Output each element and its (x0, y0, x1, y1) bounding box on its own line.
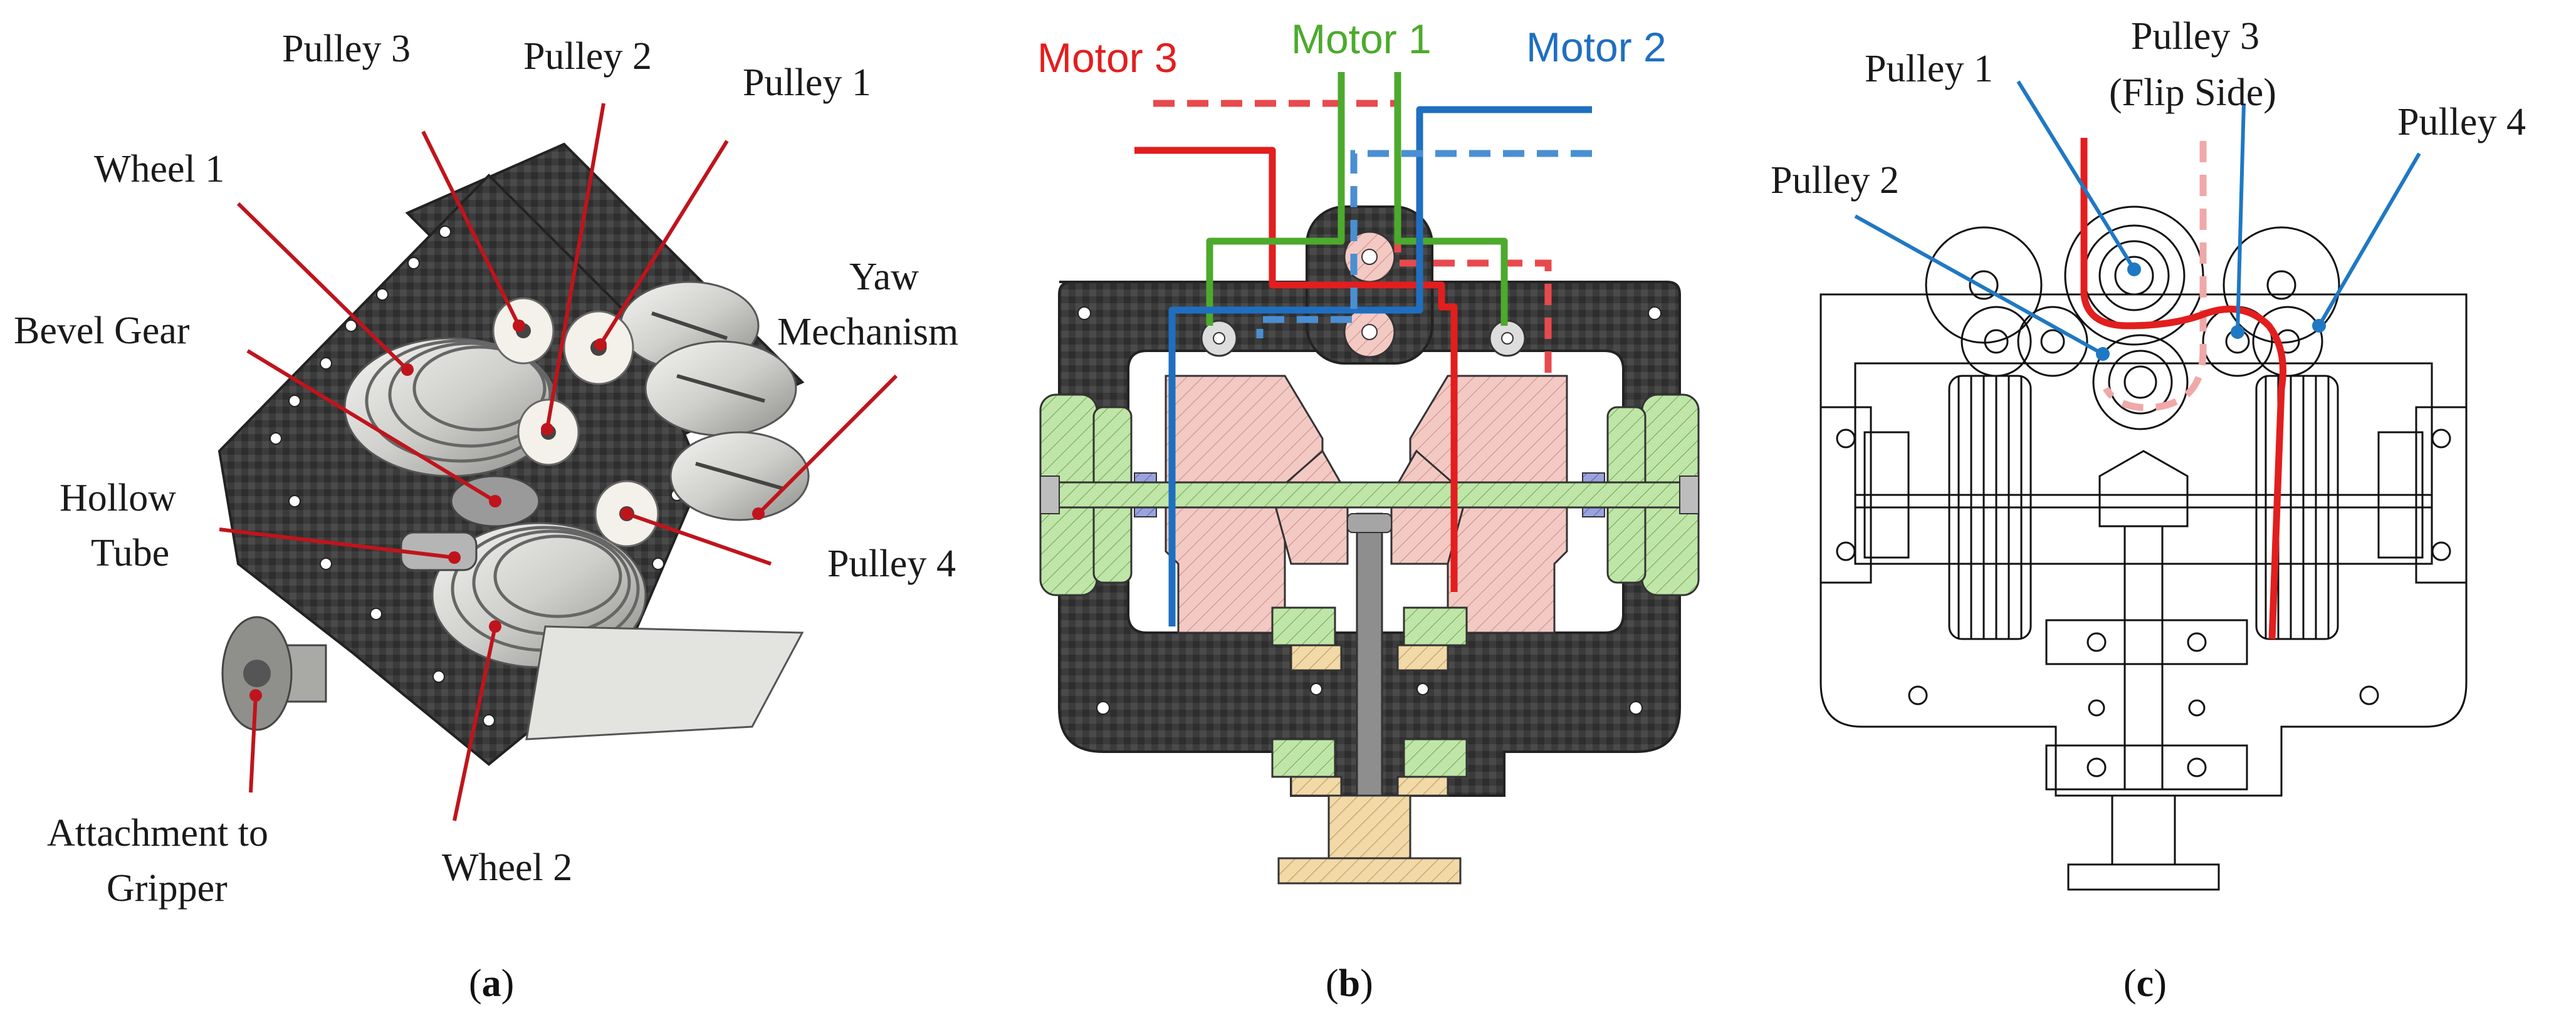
cable-flip-side (2103, 141, 2207, 412)
label-c-pulley-3-line2: (Flip Side) (2109, 71, 2276, 114)
gripper-attachment (221, 616, 327, 731)
label-yaw-line2: Mechanism (777, 311, 958, 353)
label-yaw-line1: Yaw (849, 256, 919, 298)
label-wheel-1: Wheel 1 (94, 148, 224, 190)
label-hollow-line2: Tube (91, 532, 169, 574)
horizontal-axle (1039, 481, 1700, 509)
panel-a-leader-dots (249, 319, 765, 702)
cable-motor-1 (1206, 72, 1508, 326)
label-c-pulley-3-line1: Pulley 3 (2131, 15, 2259, 58)
cable-motor-3-rear (1153, 100, 1552, 376)
caption-a: (a) (469, 962, 514, 1005)
plate-holes (270, 226, 683, 727)
cable-motor-2 (1168, 106, 1592, 626)
cable-motor-3 (1134, 147, 1458, 592)
label-bevel-gear: Bevel Gear (14, 309, 190, 352)
panel-c-line-drawing (1819, 138, 2468, 891)
label-pulley-3: Pulley 3 (282, 28, 411, 70)
label-c-pulley-4: Pulley 4 (2397, 101, 2526, 143)
label-wheel-2: Wheel 2 (442, 846, 572, 889)
label-attachment-line1: Attachment to (47, 812, 268, 854)
label-pulley-1: Pulley 1 (743, 61, 871, 104)
label-attachment-line2: Gripper (107, 867, 228, 910)
panel-c-leaders (1854, 80, 2421, 356)
caption-b: (b) (1326, 962, 1373, 1005)
panel-a-leaders (219, 103, 898, 821)
pulley-3 (492, 297, 555, 365)
bottom-bracket (525, 625, 804, 740)
label-motor-1: Motor 1 (1291, 16, 1432, 62)
label-motor-3: Motor 3 (1037, 34, 1178, 81)
label-c-pulley-1: Pulley 1 (1865, 48, 1993, 90)
label-c-pulley-2: Pulley 2 (1771, 159, 1899, 202)
panel-b-section: Motor 3 Motor 1 Motor 2 (b) (1037, 16, 1700, 1005)
panel-c-annotations: Pulley 1 Pulley 3 (Flip Side) Pulley 4 P… (1771, 15, 2526, 1005)
caption-c: (c) (2123, 962, 2167, 1005)
panel-a-render: Pulley 3 Pulley 2 Pulley 1 Wheel 1 Yaw M… (14, 28, 958, 1005)
label-pulley-4: Pulley 4 (827, 543, 956, 585)
panel-c-leader-dots (2096, 262, 2326, 361)
bottom-flange-stem (1327, 794, 1411, 866)
label-hollow-line1: Hollow (60, 477, 176, 519)
label-pulley-2: Pulley 2 (523, 35, 652, 78)
cable-red-path (2080, 138, 2286, 640)
bottom-flange (1277, 857, 1462, 885)
frame-outline (1819, 293, 2468, 797)
label-motor-2: Motor 2 (1526, 24, 1667, 70)
